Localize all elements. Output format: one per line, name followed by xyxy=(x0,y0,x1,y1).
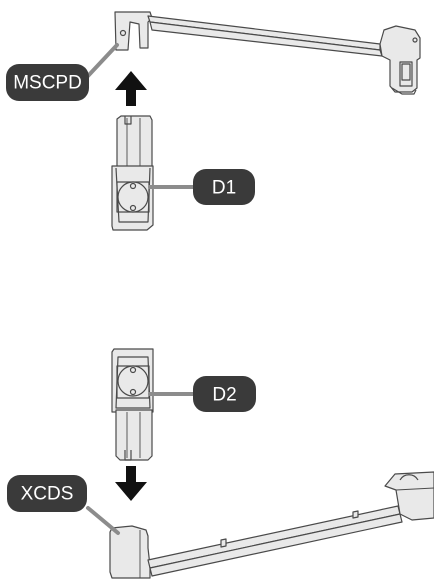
top-rail-right-foot xyxy=(391,87,417,95)
bottom-clip-screw-bottom xyxy=(129,388,137,396)
top-rail-hole xyxy=(119,29,127,37)
bottom-clip-round-plate xyxy=(117,365,149,397)
top-clip-round-face xyxy=(116,181,150,213)
bottom-clip-screw-top xyxy=(129,366,137,374)
bottom-clip-round-face xyxy=(116,365,150,399)
up-arrow xyxy=(115,71,147,106)
bottom-rail-bump-2 xyxy=(352,510,359,519)
down-arrow xyxy=(115,466,147,501)
bottom-rail-bump-1 xyxy=(220,538,227,548)
d2-label-text: D2 xyxy=(212,385,236,406)
mscpd-label-text: MSCPD xyxy=(13,73,82,94)
top-rail-right-detail xyxy=(399,61,413,87)
top-clip xyxy=(111,115,154,231)
xcds-label-text: XCDS xyxy=(21,484,74,505)
bottom-clip-tab xyxy=(124,450,132,461)
bottom-rail-bar xyxy=(147,505,401,569)
top-rail-left-end xyxy=(114,11,153,51)
top-rail-right-hole xyxy=(412,37,418,43)
xcds-leader-line xyxy=(86,506,120,535)
d1-label: D1 xyxy=(193,169,255,205)
top-rail-bar-lower xyxy=(149,21,383,57)
mscpd-label: MSCPD xyxy=(6,64,89,101)
bottom-clip-lower-body xyxy=(115,409,153,461)
bottom-rail-right-end xyxy=(384,471,434,521)
top-clip-tab xyxy=(124,116,132,125)
top-rail-right-slot xyxy=(401,63,411,81)
mscpd-leader-line xyxy=(85,43,119,79)
bottom-rail-right-curve xyxy=(399,474,419,481)
xcds-label: XCDS xyxy=(7,475,87,512)
d2-label: D2 xyxy=(193,376,256,412)
d1-label-text: D1 xyxy=(212,178,236,199)
bottom-rail xyxy=(109,471,434,579)
top-clip-screw-bottom xyxy=(129,204,137,212)
top-clip-upper-body xyxy=(116,115,153,171)
top-rail xyxy=(114,11,421,95)
top-clip-round-plate xyxy=(117,181,149,213)
bottom-rail-bar-lower xyxy=(149,513,403,577)
top-clip-screw-top xyxy=(129,182,137,190)
bottom-clip xyxy=(111,348,154,461)
